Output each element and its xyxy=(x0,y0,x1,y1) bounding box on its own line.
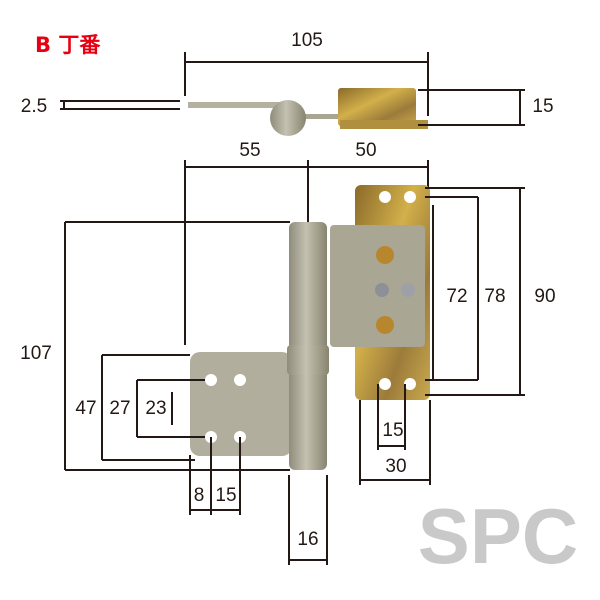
dim-107-lines xyxy=(64,221,290,471)
dim-30-label: 30 xyxy=(385,456,406,477)
dim-15-30-lines xyxy=(359,384,431,485)
dim-78-label: 78 xyxy=(484,286,505,307)
dim-50-label: 50 xyxy=(355,140,376,161)
dim-47-lines xyxy=(101,354,195,461)
dim-2-5-label: 2.5 xyxy=(21,96,47,117)
hinge-front-view xyxy=(190,185,430,470)
dim-107-label: 107 xyxy=(20,343,52,364)
dim-23-label: 23 xyxy=(145,398,166,419)
dim-15-hole-label: 15 xyxy=(215,485,236,506)
dim-16-lines xyxy=(288,475,328,565)
hinge-top-view xyxy=(188,88,428,136)
dim-105-label: 105 xyxy=(291,30,323,51)
dim-15-top-label: 15 xyxy=(532,96,553,117)
dim-15-top-lines xyxy=(418,89,525,126)
dim-55-label: 55 xyxy=(239,140,260,161)
dim-16-label: 16 xyxy=(297,529,318,550)
dim-2-5-lines xyxy=(60,100,180,110)
dim-8-15-lines xyxy=(189,437,241,515)
dim-8-label: 8 xyxy=(194,485,205,506)
title: B 丁番 xyxy=(35,33,101,57)
spc-watermark: SPC xyxy=(418,492,578,580)
dim-27-lines xyxy=(136,379,205,438)
dim-47-label: 47 xyxy=(75,398,96,419)
dim-105-lines xyxy=(184,52,429,116)
dim-90-label: 90 xyxy=(534,286,555,307)
dim-72-78-90-lines xyxy=(425,187,525,396)
dim-72-label: 72 xyxy=(446,286,467,307)
dim-27-label: 27 xyxy=(109,398,130,419)
dim-15-plate-label: 15 xyxy=(382,420,403,441)
dim-55-50-lines xyxy=(184,160,429,345)
